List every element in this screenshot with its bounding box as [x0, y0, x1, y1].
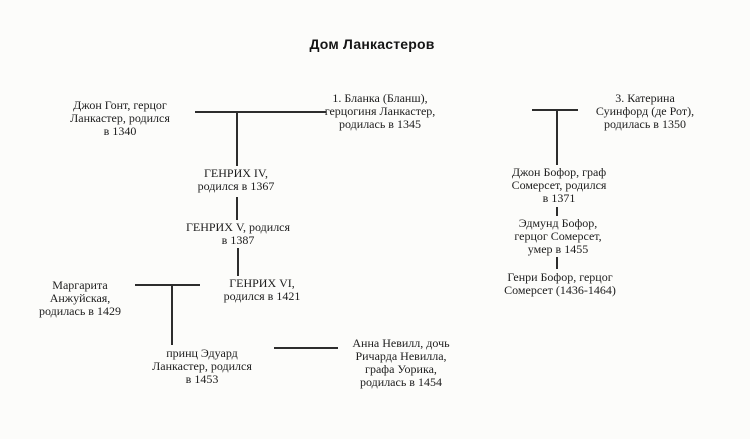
- person-line: Ланкастер, родился: [70, 111, 170, 125]
- person-node-blanka: 1. Бланка (Бланш), герцогиня Ланкастер, …: [315, 92, 445, 131]
- descent-line-henry4-henry5: [236, 197, 238, 220]
- person-line: Маргарита: [52, 278, 108, 292]
- person-line: Анжуйская,: [49, 291, 111, 305]
- person-node-john-beaufort: Джон Бофор, граф Сомерсет, родился в 137…: [498, 166, 620, 205]
- person-line: ГЕНРИХ VI,: [229, 276, 295, 290]
- marriage-line-edward-anna: [274, 347, 338, 349]
- descent-line-to-john-beaufort: [556, 109, 558, 165]
- person-line: Анна Невилл, дочь: [352, 336, 450, 350]
- person-line: герцог Сомерсет,: [514, 229, 602, 243]
- person-line: родился в 1421: [223, 289, 301, 303]
- person-line: родилась в 1454: [360, 375, 442, 389]
- person-line: Эдмунд Бофор,: [518, 216, 598, 230]
- person-line: Джон Бофор, граф: [511, 165, 607, 179]
- person-line: Ланкастер, родился: [152, 359, 252, 373]
- descent-line-to-henry4: [236, 111, 238, 166]
- person-line: в 1453: [185, 372, 219, 386]
- person-line: Ричарда Невилла,: [355, 349, 447, 363]
- person-line: Суинфорд (де Рот),: [595, 104, 695, 118]
- person-line: Джон Гонт, герцог: [73, 98, 167, 112]
- person-node-katerina: 3. Катерина Суинфорд (де Рот), родилась …: [583, 92, 707, 131]
- person-line: Сомерсет (1436-1464): [504, 283, 616, 297]
- person-line: герцогиня Ланкастер,: [324, 104, 436, 118]
- person-node-edmund-beaufort: Эдмунд Бофор, герцог Сомерсет, умер в 14…: [497, 217, 619, 256]
- marriage-line-gaunt-blanka: [195, 111, 326, 113]
- person-line: графа Уорика,: [365, 362, 437, 376]
- descent-line-edmund-henry-beaufort: [556, 257, 558, 269]
- person-node-henry-beaufort: Генри Бофор, герцог Сомерсет (1436-1464): [496, 271, 624, 297]
- person-line: принц Эдуард: [166, 346, 238, 360]
- person-node-edward: принц Эдуард Ланкастер, родился в 1453: [140, 347, 264, 386]
- person-line: родилась в 1429: [39, 304, 121, 318]
- person-node-henry4: ГЕНРИХ IV, родился в 1367: [176, 167, 296, 193]
- person-line: ГЕНРИХ IV,: [203, 166, 269, 180]
- person-line: родилась в 1345: [339, 117, 421, 131]
- person-line: в 1371: [542, 191, 576, 205]
- person-node-henry6: ГЕНРИХ VI, родился в 1421: [202, 277, 322, 303]
- descent-line-henry5-henry6: [237, 248, 239, 276]
- marriage-line-margarita-henry6: [135, 284, 200, 286]
- person-node-henry5: ГЕНРИХ V, родился в 1387: [178, 221, 298, 247]
- marriage-line-gaunt-katerina: [532, 109, 578, 111]
- person-line: 3. Катерина: [615, 91, 675, 105]
- diagram-title: Дом Ланкастеров: [309, 36, 435, 52]
- person-node-margarita: Маргарита Анжуйская, родилась в 1429: [18, 279, 142, 318]
- person-line: ГЕНРИХ V, родился: [185, 220, 291, 234]
- person-line: родился в 1367: [197, 179, 275, 193]
- person-line: в 1387: [221, 233, 255, 247]
- descent-line-to-edward: [171, 284, 173, 345]
- person-line: в 1340: [103, 124, 137, 138]
- person-line: 1. Бланка (Бланш),: [332, 91, 428, 105]
- person-line: умер в 1455: [527, 242, 589, 256]
- person-node-anna: Анна Невилл, дочь Ричарда Невилла, графа…: [340, 337, 462, 389]
- person-line: родилась в 1350: [604, 117, 686, 131]
- descent-line-john-edmund-beaufort: [556, 207, 558, 216]
- person-node-john-gaunt: Джон Гонт, герцог Ланкастер, родился в 1…: [50, 99, 190, 138]
- person-line: Сомерсет, родился: [511, 178, 607, 192]
- person-line: Генри Бофор, герцог: [507, 270, 613, 284]
